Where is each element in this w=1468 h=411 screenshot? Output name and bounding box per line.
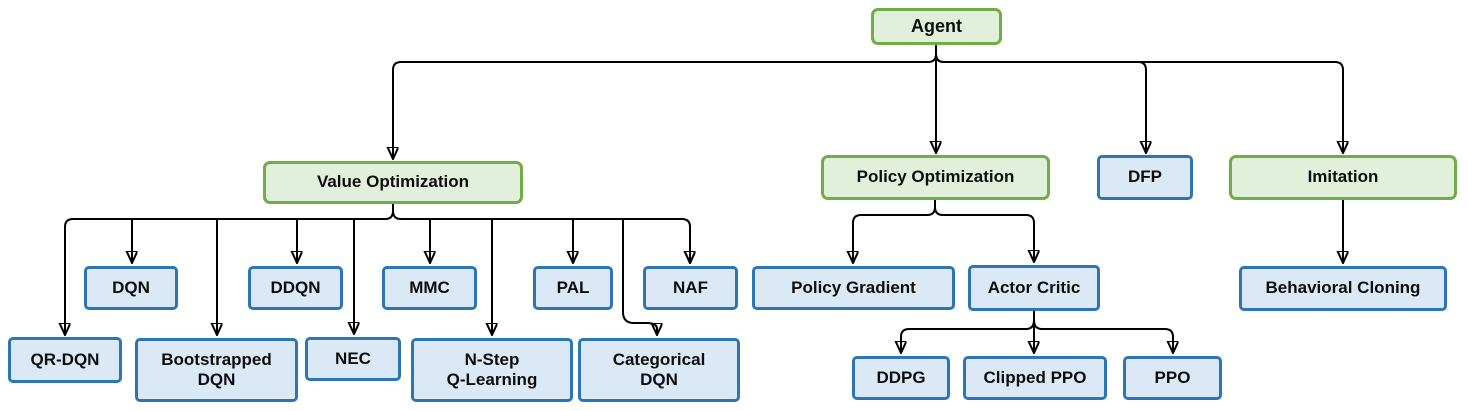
node-dfp: DFP	[1097, 155, 1193, 200]
edge-vo-categorical-dqn	[622, 219, 657, 334]
node-ppo: PPO	[1123, 356, 1222, 400]
node-pal: PAL	[533, 266, 613, 310]
edge-agent-imitation	[935, 45, 1343, 152]
node-dqn: DQN	[84, 266, 178, 310]
edge-ac-ddpg	[901, 311, 1035, 352]
node-categorical-dqn: Categorical DQN	[578, 338, 740, 402]
edge-ac-ppo	[1033, 311, 1173, 352]
node-behavioral-cloning: Behavioral Cloning	[1239, 266, 1447, 311]
node-mmc: MMC	[382, 266, 477, 310]
edge-vo-rail-right	[392, 204, 690, 262]
node-agent: Agent	[871, 8, 1002, 45]
node-naf: NAF	[643, 266, 738, 310]
node-n-step-q-learning: N-Step Q-Learning	[411, 338, 573, 402]
node-imitation: Imitation	[1229, 155, 1457, 200]
node-ddpg: DDPG	[852, 356, 950, 400]
edge-agent-value-optimization	[393, 45, 937, 158]
node-ddqn: DDQN	[248, 266, 343, 310]
node-nec: NEC	[305, 337, 401, 381]
node-clipped-ppo: Clipped PPO	[963, 356, 1107, 400]
node-value-optimization: Value Optimization	[263, 161, 523, 204]
node-bootstrapped-dqn: Bootstrapped DQN	[135, 338, 298, 402]
node-actor-critic: Actor Critic	[968, 265, 1100, 311]
node-policy-gradient: Policy Gradient	[752, 266, 955, 310]
edge-po-policy-gradient	[853, 200, 936, 262]
node-qr-dqn: QR-DQN	[8, 337, 122, 383]
edge-po-actor-critic	[934, 200, 1034, 261]
node-policy-optimization: Policy Optimization	[821, 155, 1050, 200]
